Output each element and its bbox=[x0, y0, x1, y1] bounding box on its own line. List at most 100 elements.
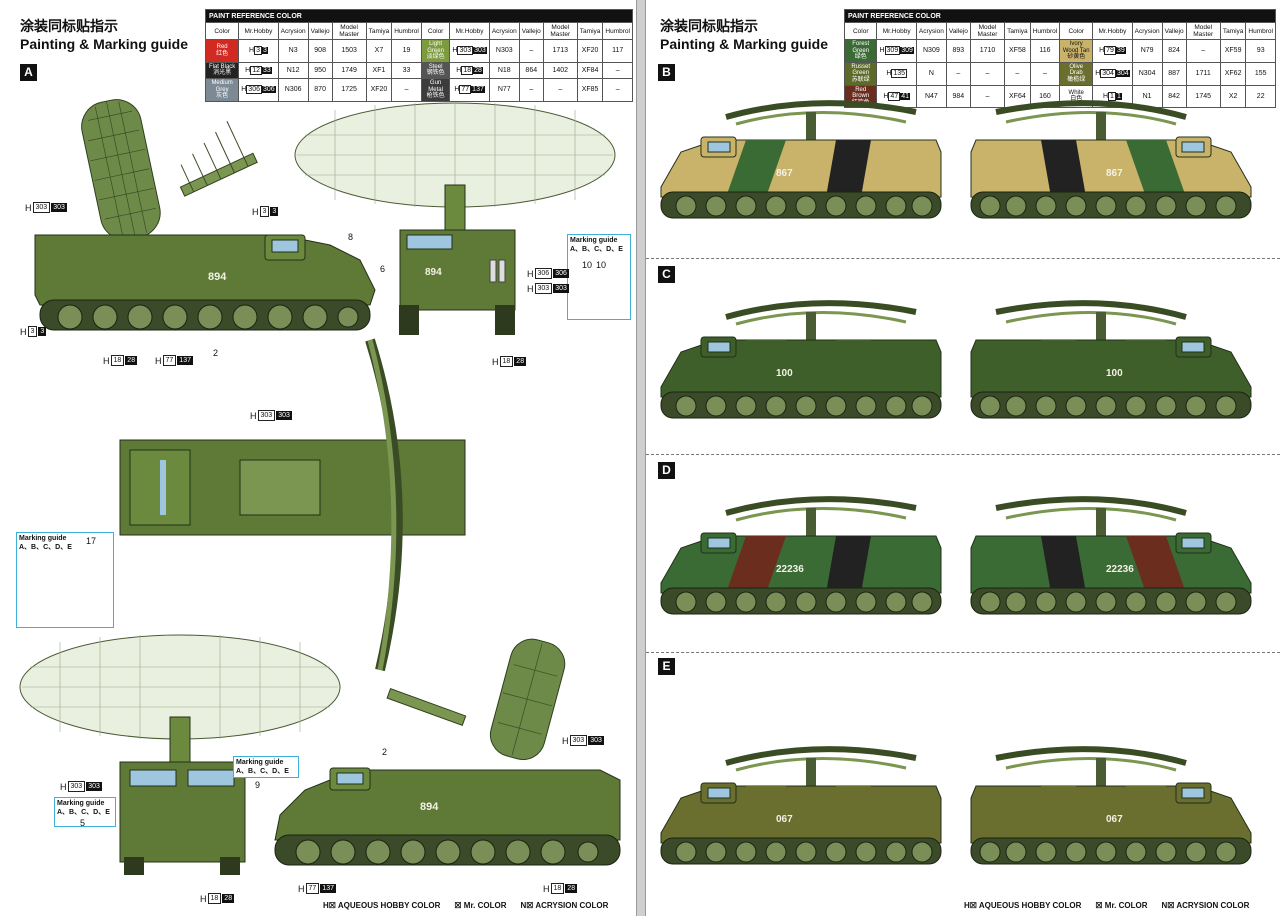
paint-code: 1713 bbox=[542, 39, 578, 63]
paint-code: 1749 bbox=[331, 61, 367, 79]
paint-code: – bbox=[969, 61, 1006, 86]
paint-code: 1745 bbox=[1185, 84, 1221, 109]
page-title-en: Painting & Marking guide bbox=[20, 36, 189, 52]
vehicle-top-view-a bbox=[119, 338, 466, 672]
table-header: Model Master bbox=[969, 22, 1006, 40]
svg-text:894: 894 bbox=[425, 267, 442, 278]
hull-number: 22236 bbox=[1106, 564, 1134, 575]
hull-number: 867 bbox=[1106, 168, 1123, 179]
table-header: Tamiya bbox=[1219, 22, 1247, 40]
paint-code: – bbox=[969, 84, 1006, 109]
paint-code: 887 bbox=[1161, 61, 1187, 86]
part-number: 17 bbox=[86, 536, 97, 546]
paint-code: 864 bbox=[518, 61, 544, 79]
section-label-e: E bbox=[658, 658, 675, 675]
vehicle-side-view-a: 894 bbox=[34, 99, 376, 331]
paint-code: – bbox=[945, 61, 971, 86]
vehicle-side-view-b: 894 bbox=[274, 638, 621, 866]
paint-code: 1710 bbox=[969, 39, 1006, 63]
vehicle-side-view-e: 067 bbox=[660, 746, 942, 865]
table-header: Mr.Hobby bbox=[238, 22, 279, 40]
acrysion-code: N bbox=[915, 61, 947, 86]
paint-code: X7 bbox=[365, 39, 393, 63]
table-header: Tamiya bbox=[365, 22, 393, 40]
paint-code: XF20 bbox=[576, 39, 604, 63]
page-title-cn: 涂装同标贴指示 bbox=[660, 18, 758, 34]
paint-code: – bbox=[602, 77, 633, 102]
paint-code: 22 bbox=[1245, 84, 1276, 109]
paint-code: 870 bbox=[307, 77, 333, 102]
table-header: Vallejo bbox=[1161, 22, 1187, 40]
part-number: 5 bbox=[80, 818, 86, 828]
marking-guide-box-2: Marking guide A、B、C、D、E bbox=[16, 532, 114, 628]
marking-guide-title: Marking guide bbox=[236, 759, 284, 766]
vehicle-front-view-a: 894 bbox=[294, 102, 616, 335]
hull-number: 100 bbox=[1106, 368, 1123, 379]
paint-code: 984 bbox=[945, 84, 971, 109]
paint-code: 1711 bbox=[1185, 61, 1221, 86]
table-header: Color bbox=[843, 22, 878, 40]
paint-code: 1725 bbox=[331, 77, 367, 102]
table-header: Acrysion bbox=[915, 22, 947, 40]
table-header: Acrysion bbox=[488, 22, 520, 40]
marking-guide-codes: A、B、C、D、E bbox=[236, 768, 289, 775]
paint-code: 93 bbox=[1245, 39, 1276, 63]
paint-code: 19 bbox=[391, 39, 422, 63]
table-header: Humbrol bbox=[1029, 22, 1061, 40]
marking-guide-box-1: Marking guide A、B、C、D、E bbox=[567, 234, 631, 320]
table-header: Acrysion bbox=[1131, 22, 1163, 40]
acrysion-code: N79 bbox=[1131, 39, 1163, 63]
paint-code: 155 bbox=[1245, 61, 1276, 86]
page-gutter bbox=[637, 0, 645, 916]
vehicle-side-view-b: 867 bbox=[970, 100, 1252, 219]
acrysion-code: N309 bbox=[915, 39, 947, 63]
table-header: Color bbox=[420, 22, 451, 40]
paint-code: – bbox=[1029, 61, 1061, 86]
section-divider bbox=[646, 652, 1280, 653]
paint-code: 824 bbox=[1161, 39, 1187, 63]
paint-code: XF1 bbox=[365, 61, 393, 79]
vehicle-side-view-d: 22236 bbox=[660, 496, 942, 615]
acrysion-code: N12 bbox=[277, 61, 309, 79]
vehicle-side-view-c: 100 bbox=[660, 300, 942, 419]
paint-code: – bbox=[518, 77, 544, 102]
marking-guide-title: Marking guide bbox=[57, 800, 105, 807]
paint-code: 116 bbox=[1029, 39, 1061, 63]
paint-code: 33 bbox=[391, 61, 422, 79]
paint-code: 908 bbox=[307, 39, 333, 63]
part-number: 2 bbox=[213, 348, 219, 358]
marking-guide-title: Marking guide bbox=[19, 535, 67, 542]
right-page: 涂装同标贴指示 Painting & Marking guide PAINT R… bbox=[645, 0, 1280, 916]
section-label-c: C bbox=[658, 266, 675, 283]
table-header: Model Master bbox=[542, 22, 578, 40]
paint-code: 117 bbox=[602, 39, 633, 63]
paint-code: XF84 bbox=[576, 61, 604, 79]
table-header: Tamiya bbox=[1004, 22, 1031, 40]
table-header: Mr.Hobby bbox=[1092, 22, 1133, 40]
part-number: 10 bbox=[582, 260, 593, 270]
table-header: Vallejo bbox=[307, 22, 333, 40]
page-title-en: Painting & Marking guide bbox=[660, 36, 829, 52]
